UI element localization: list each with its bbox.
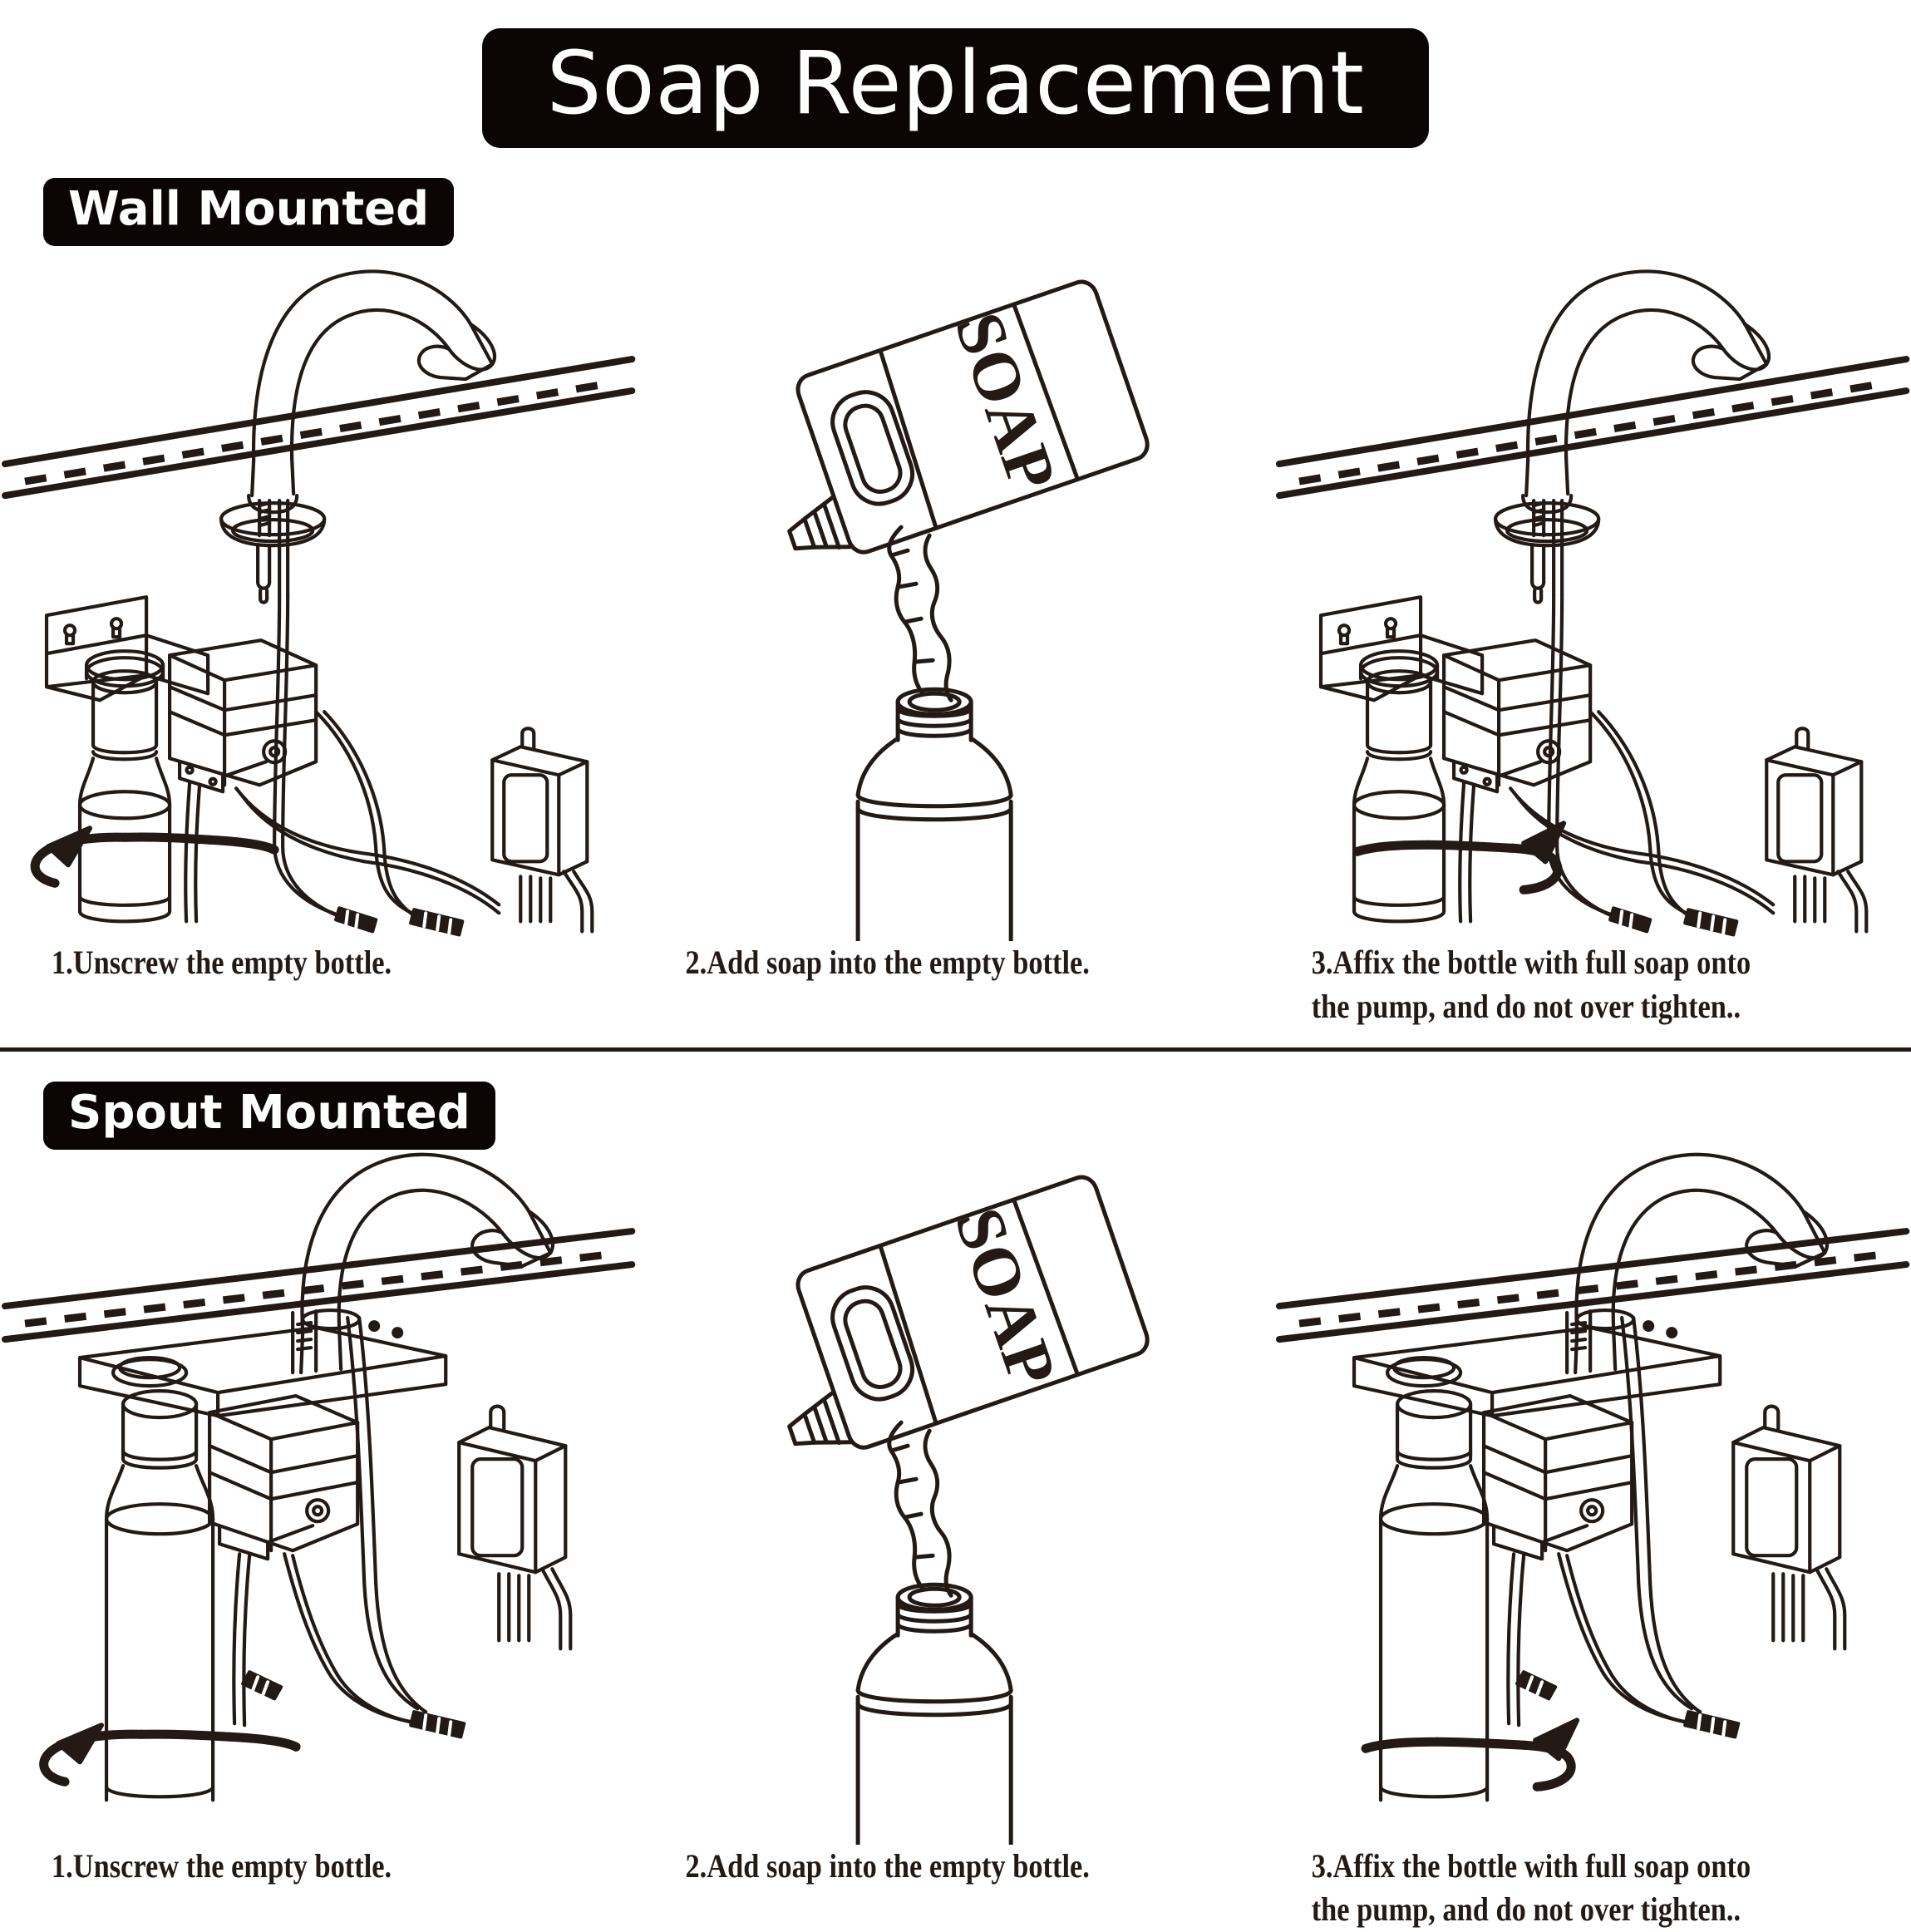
illustration-spout-unscrew bbox=[0, 1150, 637, 1845]
soap-supply-tubing bbox=[184, 594, 501, 924]
page-title-row: Soap Replacement bbox=[0, 0, 1911, 148]
jug-label-text: SOAP bbox=[941, 303, 1071, 500]
section-heading-badge: Spout Mounted bbox=[43, 1081, 495, 1150]
step-panel-spout-3: 3.Affix the bottle with full soap onto t… bbox=[1274, 1150, 1911, 1932]
section-heading-label: Wall Mounted bbox=[68, 182, 430, 236]
sensor-gooseneck-faucet bbox=[1493, 269, 1771, 604]
section-wall-mounted: Wall Mounted bbox=[0, 178, 1911, 1052]
power-control-box bbox=[1731, 1404, 1847, 1650]
soap-jug bbox=[787, 1175, 1150, 1450]
power-control-box bbox=[1764, 727, 1869, 934]
step-caption-spout-2: 2.Add soap into the empty bottle. bbox=[685, 1846, 1091, 1885]
soap-reservoir-bottle bbox=[855, 1582, 1014, 1845]
step-caption-wall-3: 3.Affix the bottle with full soap onto t… bbox=[1311, 944, 1751, 1025]
power-control-box bbox=[490, 727, 594, 934]
jug-label-text: SOAP bbox=[941, 1198, 1071, 1394]
soap-reservoir-bottle bbox=[104, 1388, 215, 1802]
soap-reservoir-bottle bbox=[855, 687, 1014, 942]
step-panel-wall-1: 1.Unscrew the empty bottle. bbox=[0, 246, 637, 1029]
step-caption-spout-1: 1.Unscrew the empty bottle. bbox=[51, 1846, 392, 1885]
rotation-arrow-unscrew bbox=[39, 1722, 301, 1787]
step-panel-wall-2: SOAP bbox=[637, 246, 1273, 1029]
soap-stream bbox=[887, 525, 953, 702]
section-heading-label: Spout Mounted bbox=[68, 1085, 470, 1140]
panel-row-wall-mounted: 1.Unscrew the empty bottle. bbox=[0, 246, 1911, 1029]
wall-surface-band bbox=[1275, 356, 1909, 500]
step-panel-spout-2: SOAP bbox=[637, 1150, 1273, 1932]
section-heading-wall-mounted: Wall Mounted bbox=[43, 178, 1911, 246]
soap-jug bbox=[787, 279, 1150, 554]
soap-supply-tubing bbox=[1505, 1315, 1720, 1728]
counter-deck-plate bbox=[1275, 1227, 1909, 1417]
page-title: Soap Replacement bbox=[546, 32, 1365, 134]
soap-pump-module bbox=[1481, 1393, 1633, 1560]
soap-supply-tubing bbox=[232, 1315, 446, 1728]
soap-reservoir-bottle bbox=[1378, 1388, 1489, 1802]
soap-reservoir-bottle bbox=[77, 649, 172, 924]
rotation-arrow-tighten bbox=[1352, 821, 1566, 895]
rotation-arrow-tighten bbox=[1361, 1717, 1579, 1792]
panel-row-spout-mounted: 1.Unscrew the empty bottle. bbox=[0, 1150, 1911, 1932]
tube-quick-connector bbox=[1515, 1669, 1740, 1738]
soap-pump-module bbox=[1441, 638, 1592, 794]
section-spout-mounted: Spout Mounted bbox=[0, 1081, 1911, 1932]
soap-supply-tubing bbox=[1457, 594, 1776, 924]
counter-deck-plate bbox=[2, 1227, 636, 1417]
tube-quick-connector bbox=[1608, 906, 1738, 937]
step-panel-wall-3: 3.Affix the bottle with full soap onto t… bbox=[1274, 246, 1911, 1029]
tube-quick-connector bbox=[334, 906, 465, 937]
soap-pump-module bbox=[167, 638, 318, 794]
section-heading-badge: Wall Mounted bbox=[43, 178, 455, 246]
tube-quick-connector bbox=[241, 1669, 466, 1738]
soap-reservoir-bottle bbox=[1352, 649, 1446, 924]
section-heading-spout-mounted: Spout Mounted bbox=[43, 1081, 1911, 1150]
section-divider bbox=[0, 1047, 1911, 1052]
illustration-wall-unscrew bbox=[0, 246, 637, 941]
sensor-gooseneck-faucet bbox=[219, 269, 497, 604]
illustration-spout-tighten bbox=[1274, 1150, 1911, 1845]
soap-stream bbox=[887, 1420, 953, 1598]
power-control-box bbox=[457, 1404, 573, 1650]
soap-pump-module bbox=[208, 1393, 360, 1560]
step-caption-wall-2: 2.Add soap into the empty bottle. bbox=[685, 944, 1091, 981]
step-caption-wall-1: 1.Unscrew the empty bottle. bbox=[51, 944, 392, 981]
illustration-pour-soap: SOAP bbox=[637, 246, 1273, 942]
step-panel-spout-1: 1.Unscrew the empty bottle. bbox=[0, 1150, 637, 1932]
illustration-wall-tighten bbox=[1274, 246, 1911, 941]
wall-surface-band bbox=[2, 356, 636, 500]
step-caption-spout-3: 3.Affix the bottle with full soap onto t… bbox=[1311, 1846, 1751, 1929]
illustration-pour-soap: SOAP bbox=[637, 1150, 1273, 1845]
page-title-badge: Soap Replacement bbox=[481, 28, 1430, 148]
rotation-arrow-unscrew bbox=[30, 826, 279, 888]
